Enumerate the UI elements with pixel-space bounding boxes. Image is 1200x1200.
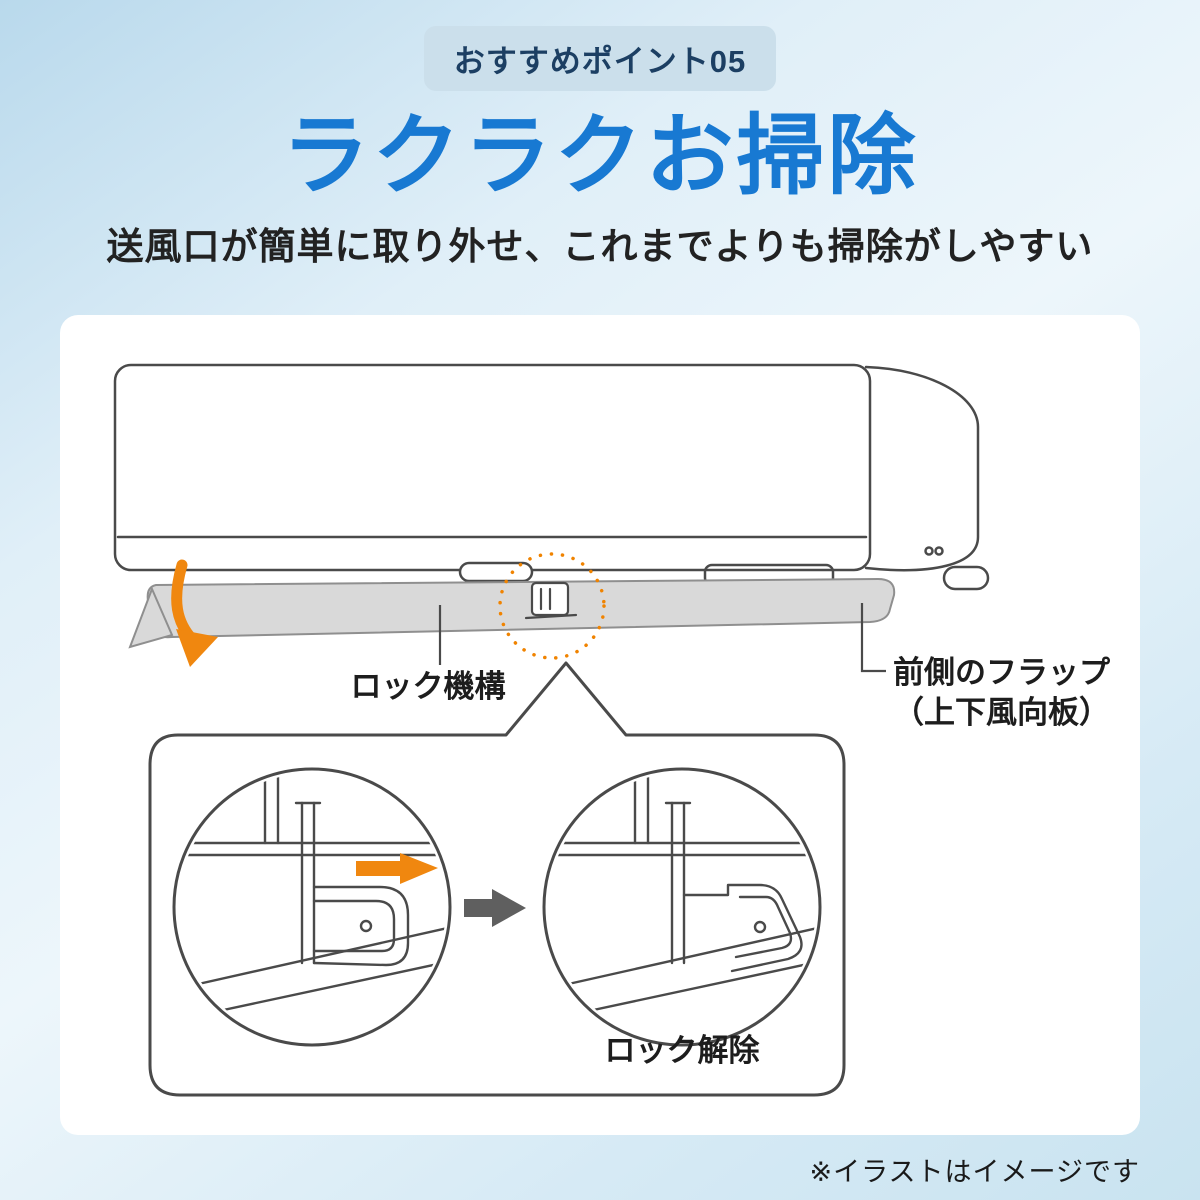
front-flap-label-line1: 前側のフラップ	[893, 655, 1110, 690]
front-flap-illustration	[128, 577, 896, 649]
unlocked-mechanism-detail	[548, 773, 816, 1017]
image-disclaimer-note: ※イラストはイメージです	[809, 1157, 1140, 1187]
locked-mechanism-detail	[178, 773, 446, 1017]
page-subtitle: 送風口が簡単に取り外せ、これまでよりも掃除がしやすい	[106, 225, 1094, 267]
air-conditioner-diagram	[113, 363, 990, 1097]
transition-arrow-icon	[464, 889, 526, 927]
recommend-point-badge: おすすめポイント05	[423, 26, 777, 91]
lock-mechanism-illustration	[524, 581, 578, 620]
dotted-focus-circle	[498, 552, 606, 660]
slide-right-arrow-icon	[356, 853, 438, 884]
zoom-circle-locked	[172, 767, 452, 1047]
front-flap-label: 前側のフラップ （上下風向板）	[893, 653, 1110, 734]
page-title: ラクラクお掃除	[281, 106, 919, 205]
illustration-panel: ロック機構 前側のフラップ （上下風向板） ロック解除	[60, 315, 1140, 1135]
front-flap-label-line2: （上下風向板）	[893, 695, 1110, 731]
lock-mechanism-label: ロック機構	[350, 669, 506, 704]
header: おすすめポイント05 ラクラクお掃除 送風口が簡単に取り外せ、これまでよりも掃除…	[0, 0, 1200, 270]
unlock-label: ロック解除	[604, 1033, 760, 1068]
flap-open-arrow-icon	[171, 559, 218, 667]
flap-label-leader-line	[860, 603, 886, 673]
ac-unit-illustration	[113, 363, 990, 591]
